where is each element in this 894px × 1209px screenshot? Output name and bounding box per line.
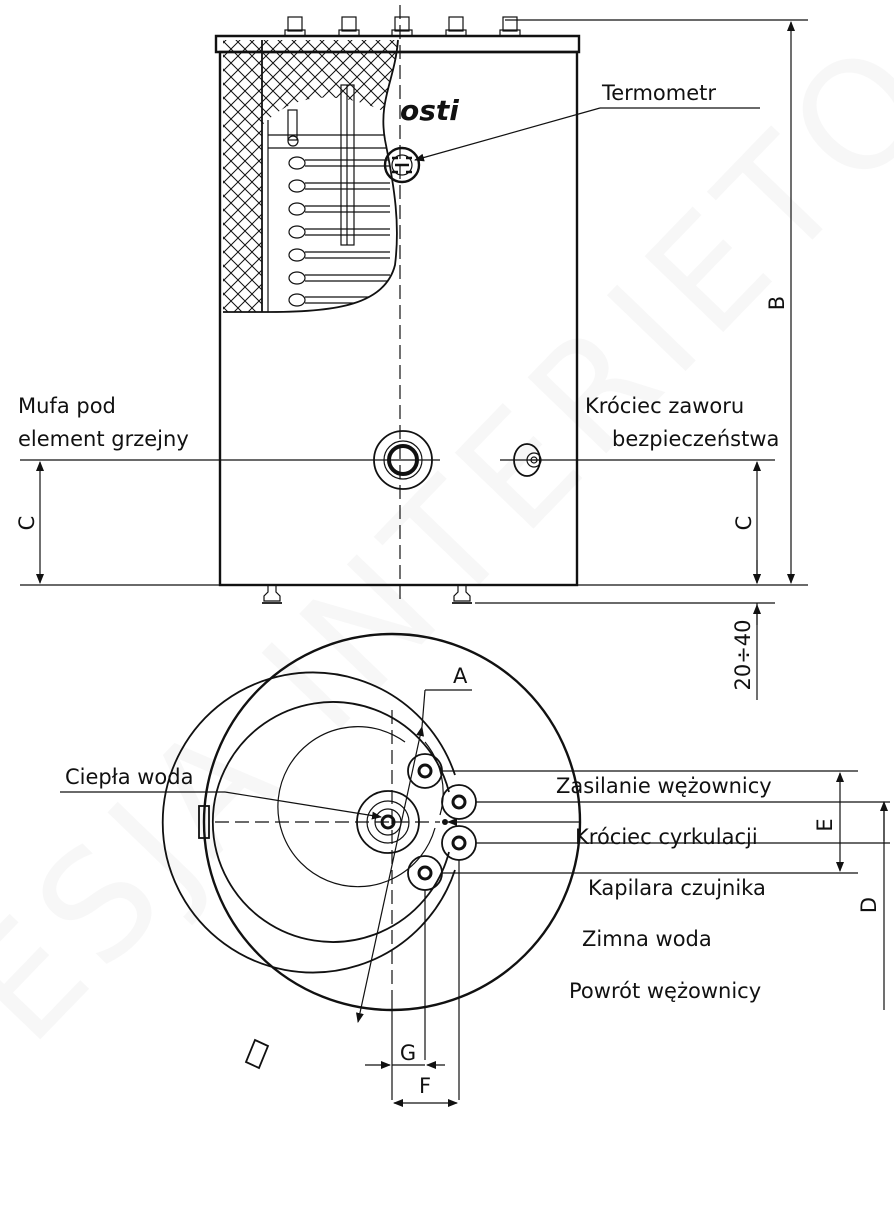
cutaway-edge <box>223 39 399 313</box>
label-zimna-woda: Zimna woda <box>582 927 712 951</box>
svg-text:ESJA INTERIETO: ESJA INTERIETO <box>0 6 894 1075</box>
dim-c-left: C <box>15 516 39 531</box>
front-view: osti <box>214 5 581 604</box>
label-mufa-2: element grzejny <box>18 427 189 451</box>
dim-d: D <box>857 897 881 913</box>
label-ciepla-woda: Ciepła woda <box>65 765 193 789</box>
label-powrot: Powrót wężownicy <box>569 979 761 1003</box>
label-kapilara: Kapilara czujnika <box>588 876 766 900</box>
tank-lid <box>214 34 581 54</box>
tank-body <box>218 50 579 587</box>
thermometer-icon <box>383 146 421 184</box>
label-cyrkulacja: Króciec cyrkulacji <box>575 825 758 849</box>
dim-g: G <box>400 1041 416 1065</box>
label-mufa-1: Mufa pod <box>18 394 116 418</box>
label-zawor-1: Króciec zaworu <box>585 394 744 418</box>
dim-e: E <box>813 818 837 831</box>
dim-f: F <box>419 1074 431 1098</box>
label-zawor-2: bezpieczeństwa <box>612 427 779 451</box>
dim-a: A <box>453 664 468 688</box>
dim-b: B <box>765 296 789 310</box>
watermark: ESJA INTERIETO <box>0 6 894 1075</box>
dim-feet: 20÷40 <box>731 619 755 690</box>
dim-c-right: C <box>732 516 756 531</box>
cutaway-section <box>223 40 398 312</box>
brand-logo: osti <box>400 94 459 127</box>
label-termometr: Termometr <box>601 81 716 105</box>
top-connectors <box>284 16 521 37</box>
label-zasilanie: Zasilanie wężownicy <box>556 774 772 798</box>
tank-feet <box>262 585 472 604</box>
